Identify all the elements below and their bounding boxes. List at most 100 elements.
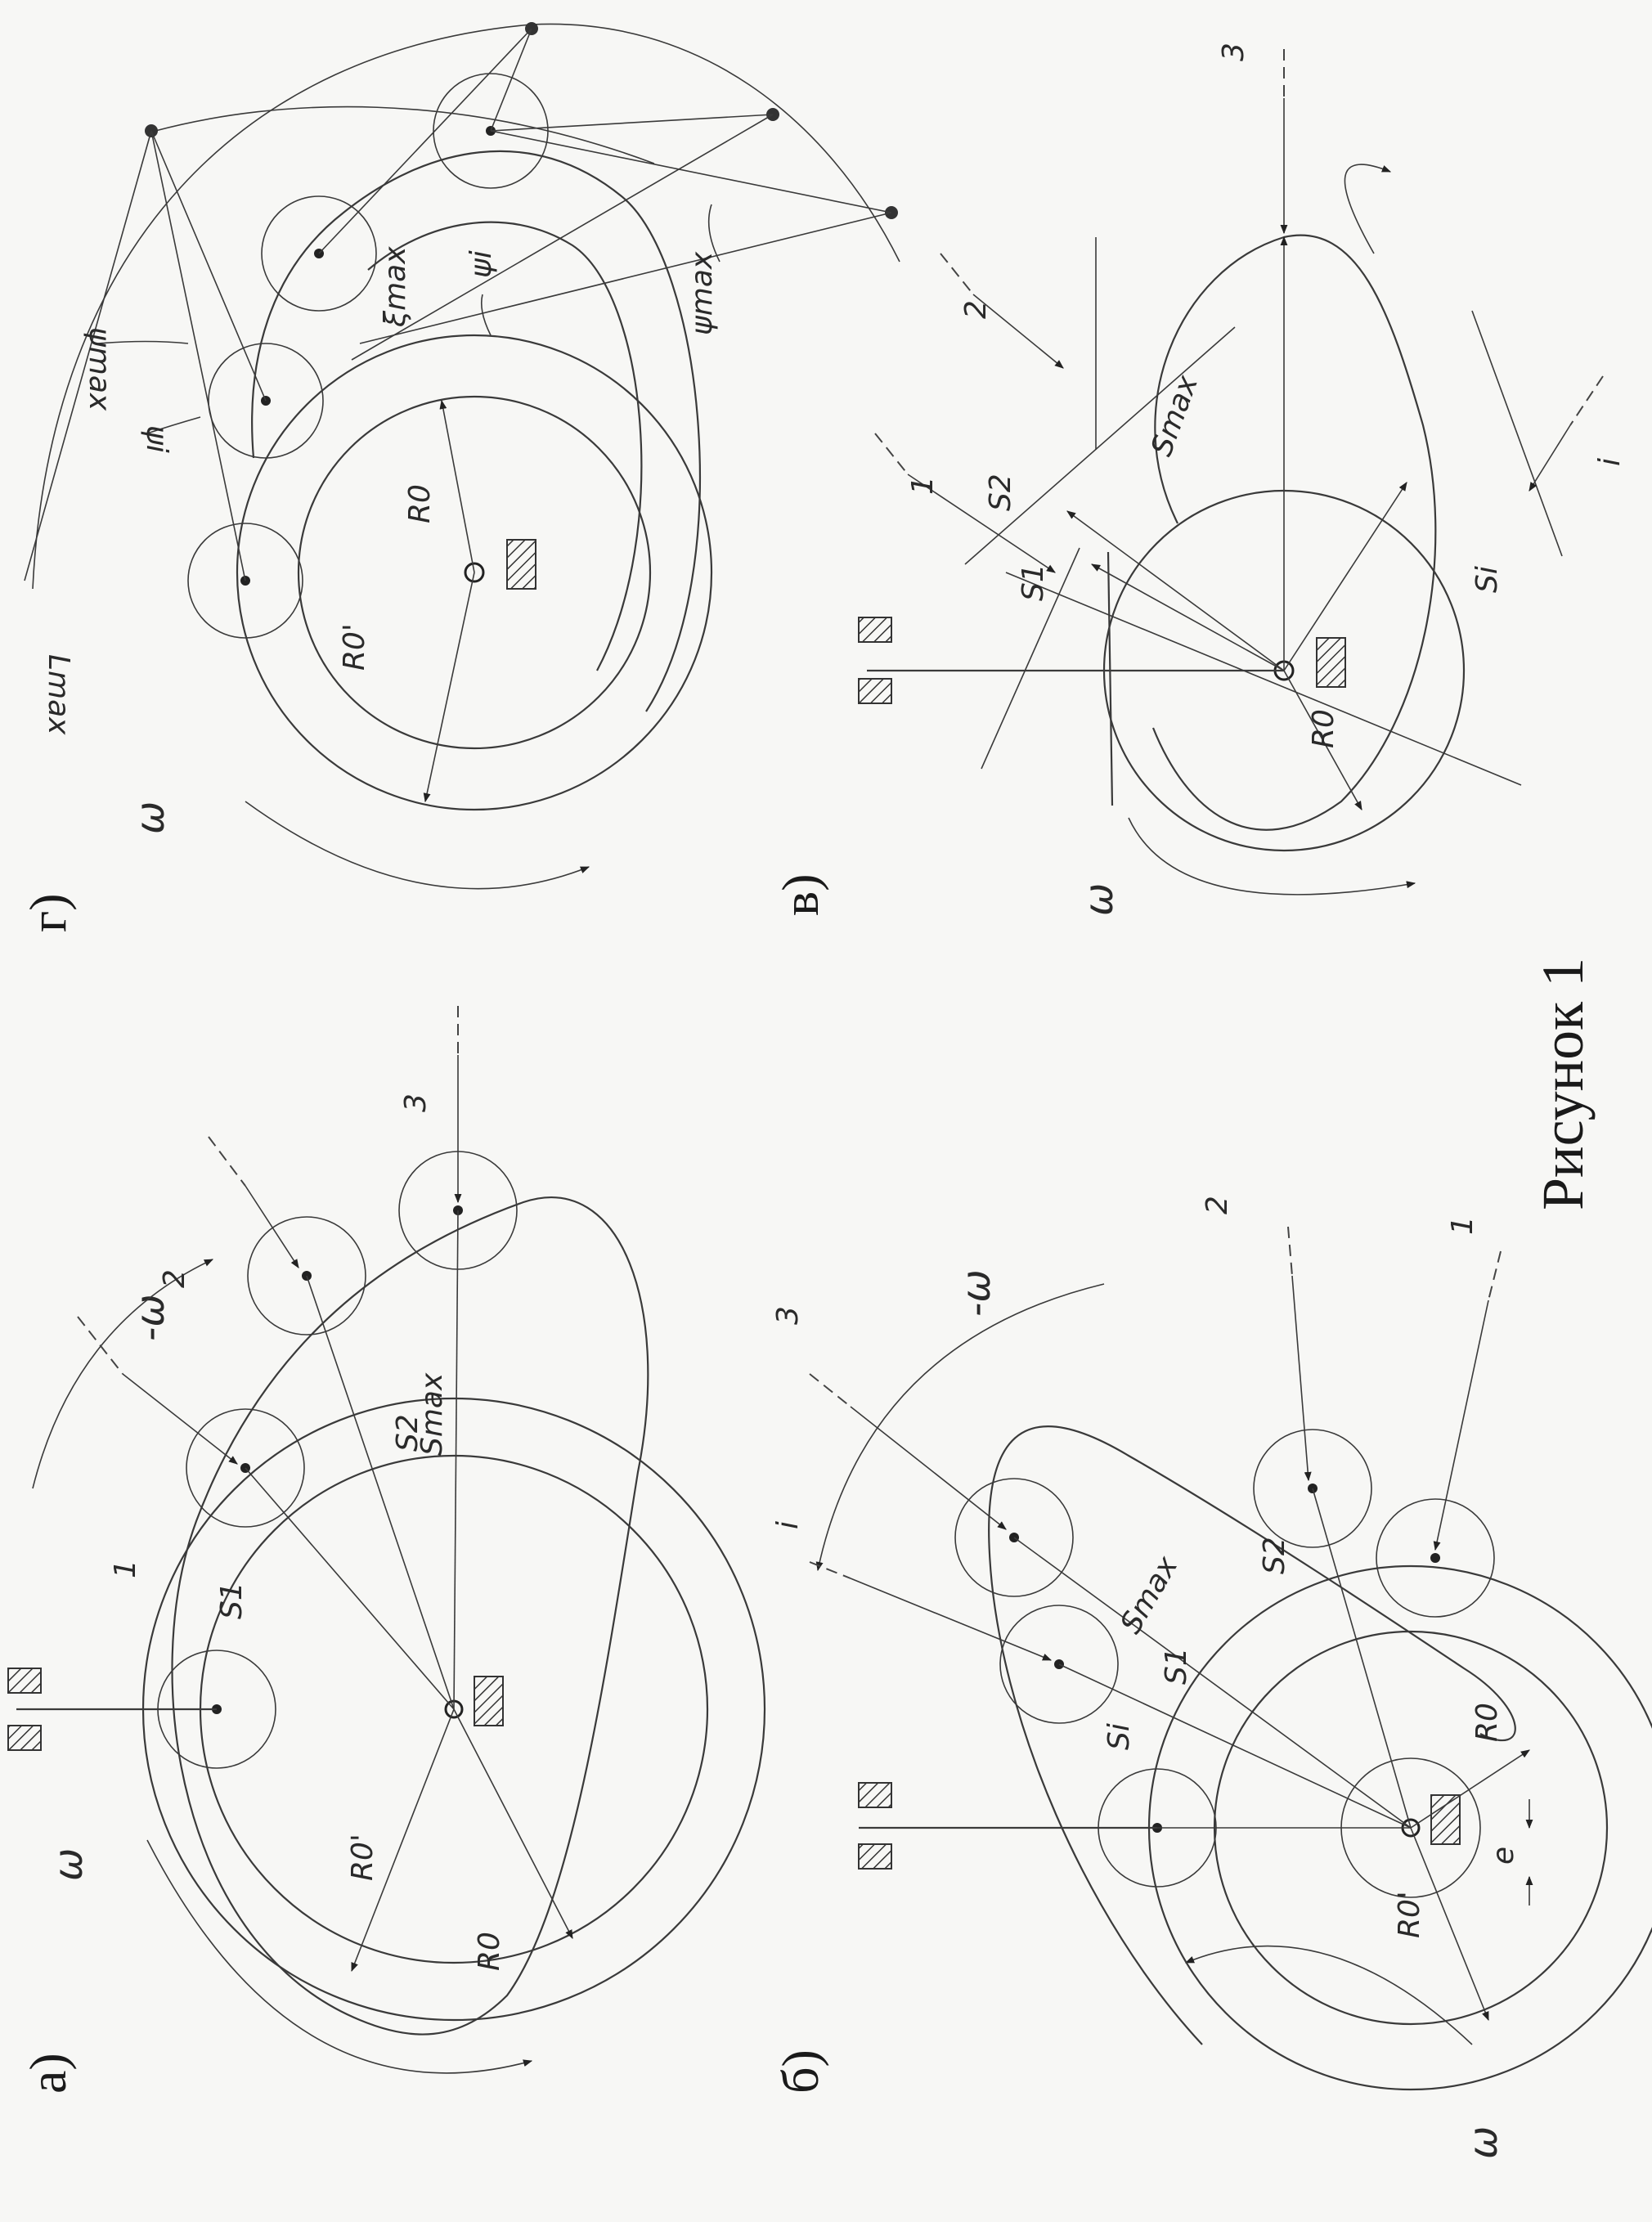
panel-c-dash-i [1569, 375, 1604, 426]
panel-d-rotation-arc [245, 801, 590, 890]
panel-c-si-line [1283, 482, 1407, 671]
panel-c-guide-bottom [858, 678, 892, 704]
panel-b-guide-top [858, 1782, 892, 1808]
panel-c-dir-i [1529, 424, 1571, 492]
panel-a-dash1 [77, 1316, 123, 1375]
panel-c-s2-label: S2 [984, 474, 1017, 511]
panel-b-s2-label: S2 [1258, 1537, 1291, 1574]
panel-a-guide-top [7, 1668, 42, 1694]
panel-d-cam-profile-inner [367, 221, 643, 671]
panel-d-ground [506, 539, 536, 590]
panel-b-label: б) [771, 2049, 829, 2094]
panel-a-dash2 [208, 1136, 246, 1187]
panel-d-link-9 [24, 130, 152, 581]
panel-c-tangent-2 [981, 547, 1080, 770]
panel-c-si-label: Si [1470, 566, 1504, 593]
panel-d-roller-2 [261, 195, 377, 312]
panel-c-guide-top [858, 617, 892, 643]
panel-b-reverse-arc [815, 1283, 1105, 1572]
panel-b-dash-i [809, 1561, 851, 1579]
panel-d-link-8 [359, 212, 892, 344]
panel-d-psi-i2-label: ψi [465, 250, 498, 278]
panel-a-dir1-label: 1 [109, 1560, 142, 1578]
panel-c-ground [1316, 637, 1346, 688]
panel-a-dir2 [245, 1185, 299, 1268]
panel-b-dash3 [809, 1373, 851, 1407]
panel-c-tangent-5 [1471, 310, 1563, 557]
panel-d-link-6 [351, 114, 774, 361]
panel-d-r0prime-line [423, 572, 475, 803]
panel-c-flat-follower [1107, 551, 1114, 806]
panel-d-roller-circle-path [236, 334, 713, 811]
panel-b-dash1 [1488, 1250, 1502, 1301]
panel-b-roller-2 [954, 1478, 1074, 1597]
panel-a-reverse-arc [32, 1259, 214, 1489]
panel-b-roller-3 [1253, 1429, 1372, 1548]
panel-b-dir2 [1291, 1275, 1312, 1482]
panel-a-r0-label: R0 [473, 1932, 506, 1971]
panel-b-ground [1430, 1794, 1461, 1845]
panel-a-ground [474, 1676, 504, 1726]
panel-a-dir3-label: 3 [399, 1093, 433, 1112]
panel-a-roller-2 [247, 1216, 366, 1335]
panel-b-r0-line [1410, 1749, 1530, 1829]
panel-b-si-label: Si [1102, 1723, 1136, 1750]
panel-b-r0prime-line [1410, 1827, 1489, 2022]
panel-a-dir2-label: 2 [158, 1269, 191, 1288]
panel-d-psimax2-label: ψmax [685, 251, 719, 335]
panel-d-psi-i-label: ψi [140, 425, 173, 453]
panel-c-dir1 [907, 474, 1056, 573]
panel-c-dir2-label: 2 [959, 300, 993, 319]
panel-b-smax-label: Smax [1114, 1551, 1184, 1640]
panel-c-s1-line [1091, 563, 1285, 671]
panel-c-omega: ω [1076, 883, 1122, 916]
panel-b-roller-1 [999, 1605, 1119, 1724]
panel-a-s2-line [306, 1275, 455, 1710]
panel-b-dir2-label: 2 [1201, 1196, 1234, 1214]
panel-d-ximax-label: ξmax [379, 246, 412, 328]
panel-b-roller-4 [1376, 1498, 1495, 1618]
panel-d-roller-1 [208, 343, 324, 459]
panel-c-dir2 [972, 294, 1064, 369]
panel-c-s1-label: S1 [1017, 563, 1050, 601]
panel-a-s2-label: S2 [391, 1414, 424, 1452]
panel-d-psimax2-arc [707, 204, 721, 263]
panel-a-label: а) [19, 2053, 77, 2094]
panel-d-psi-i-arc [146, 416, 201, 434]
panel-b-dir-i [850, 1578, 1053, 1661]
panel-d: г) ω [19, 22, 900, 932]
panel-d-r0-label: R0 [403, 484, 437, 523]
panel-a-dir1 [122, 1373, 238, 1465]
panel-c-dir-i-label: i [1593, 458, 1627, 466]
panel-a-cam-profile [171, 1196, 649, 2036]
panel-b-s2-line [1312, 1488, 1412, 1829]
panel-b-r0prime-label: R0' [1393, 1891, 1426, 1938]
panel-d-lmax-label: Lmax [42, 654, 75, 735]
panel-d-pivot [464, 562, 485, 583]
panel-c-smax-label: Smax [1145, 370, 1205, 460]
panel-a-smax-line [453, 1210, 459, 1710]
panel-d-outer-arc [32, 23, 900, 590]
panel-b-guide-bottom [858, 1843, 892, 1870]
panel-c: в) ω R0 Si S1 S2 Smax 3 2 [771, 43, 1627, 916]
panel-b-roller-4-center [1430, 1553, 1440, 1563]
panel-d-link-7 [490, 130, 892, 213]
panel-d-link-4 [490, 28, 532, 132]
panel-b-smax-line [1013, 1537, 1412, 1829]
panel-d-link-3 [318, 28, 532, 254]
panel-c-top-arc [1344, 164, 1392, 254]
panel-a-r0prime-label: R0' [346, 1834, 379, 1881]
panel-a-s1-label: S1 [215, 1582, 249, 1619]
panel-b-r0-label: R0 [1470, 1703, 1504, 1742]
panel-d-label: г) [19, 893, 77, 932]
panel-b-cam-profile [988, 1425, 1516, 2045]
panel-c-dir3-label: 3 [1217, 43, 1250, 61]
panel-d-r0-line [439, 399, 475, 573]
panel-b-dash2 [1287, 1226, 1293, 1277]
panel-b-dir-i-label: i [771, 1521, 805, 1529]
panel-d-psi-i2-arc [480, 294, 492, 336]
panel-a: а) ω -ω [7, 1006, 766, 2094]
panel-a-r0-line [453, 1708, 573, 1939]
panel-d-roller-0 [187, 523, 303, 639]
